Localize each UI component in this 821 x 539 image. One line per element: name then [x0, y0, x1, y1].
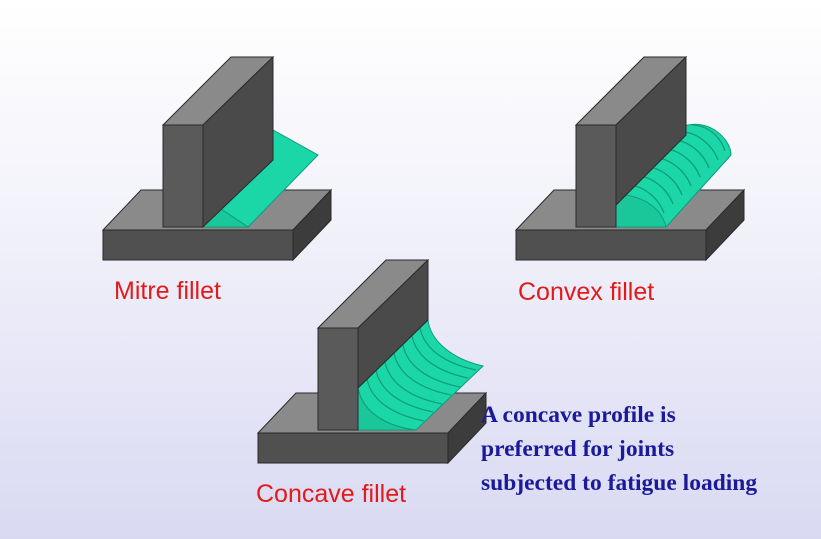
note-line-2: preferred for joints — [481, 436, 675, 462]
convex-fillet-caption: Convex fillet — [518, 278, 655, 306]
concave-weld-ripples — [366, 327, 477, 422]
base-plate-front — [102, 229, 294, 261]
web-plate-front — [317, 327, 359, 431]
concave-fillet-figure — [256, 258, 498, 468]
mitre-fillet-figure — [101, 55, 343, 265]
concave-fillet-caption: Concave fillet — [256, 480, 407, 508]
base-plate-front — [515, 229, 707, 261]
base-plate-side — [292, 188, 332, 262]
concave-weld-end — [357, 387, 417, 431]
convex-fillet-figure — [514, 55, 756, 265]
concave-profile-note: A concave profile is preferred for joint… — [481, 398, 757, 500]
note-line-3: subjected to fatigue loading — [481, 470, 758, 496]
base-plate-front — [257, 432, 449, 464]
note-line-1: A concave profile is — [481, 402, 676, 428]
base-plate-side — [447, 391, 487, 465]
mitre-fillet-caption: Mitre fillet — [114, 277, 221, 305]
web-plate-front — [162, 124, 204, 228]
concave-fillet-diagram — [256, 258, 488, 465]
web-plate-front — [575, 124, 617, 228]
base-plate-side — [705, 188, 745, 262]
mitre-fillet-diagram — [101, 55, 333, 262]
convex-fillet-diagram — [514, 55, 746, 262]
